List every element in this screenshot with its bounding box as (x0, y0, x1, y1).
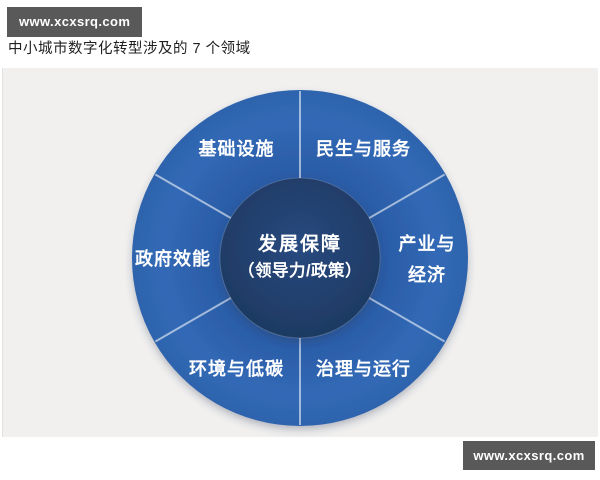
segment-divider-line (154, 296, 233, 343)
segment-label-industry-economy: 产业与经济 (399, 233, 456, 285)
hub-label-line2: （领导力/政策） (238, 260, 362, 280)
segment-label-environment-lowcarbon: 环境与低碳 (189, 358, 284, 379)
segment-label-livelihood-services: 民生与服务 (316, 138, 411, 159)
segment-label-infrastructure: 基础设施 (198, 138, 275, 159)
segment-divider-line (154, 173, 233, 220)
segment-label-governance-operation: 治理与运行 (316, 358, 411, 379)
watermark-bottom: www.xcxsrq.com (463, 441, 595, 470)
watermark-top: www.xcxsrq.com (7, 7, 142, 37)
segment-label-government-efficiency: 政府效能 (135, 248, 211, 269)
page-title: 中小城市数字化转型涉及的 7 个领域 (8, 41, 251, 57)
watermark-top-text: www.xcxsrq.com (19, 14, 131, 29)
ring-segment-government-efficiency (132, 174, 300, 342)
ring-segment-industry-economy (300, 174, 468, 342)
segment-dividers (154, 91, 446, 425)
watermark-bottom-text: www.xcxsrq.com (473, 448, 585, 463)
hub-label-line1: 发展保障 (257, 232, 342, 255)
hub-circle-development-guarantee (219, 177, 381, 339)
segment-divider-line (367, 173, 446, 220)
hub-label-development-guarantee: 发展保障 （领导力/政策） (238, 232, 362, 280)
segment-divider-line (367, 296, 446, 343)
